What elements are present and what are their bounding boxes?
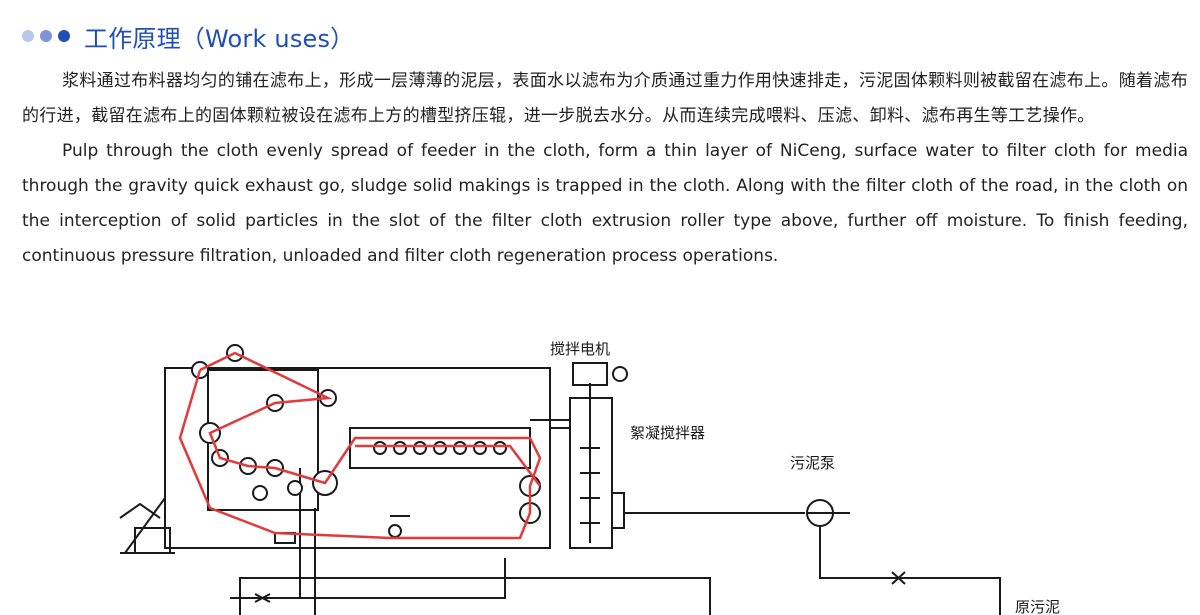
motor-box <box>572 362 608 386</box>
valve-icon <box>254 593 271 603</box>
valve-icon <box>891 571 906 585</box>
rollers <box>191 344 541 538</box>
mixer-label: 絮凝搅拌器 <box>630 424 705 442</box>
cradle <box>119 502 161 519</box>
dot-icon <box>22 30 34 42</box>
dot-icon <box>58 30 70 42</box>
motor-label: 搅拌电机 <box>550 340 610 358</box>
motor-icon <box>612 366 628 382</box>
description-chinese: 浆料通过布料器均匀的铺在滤布上，形成一层薄薄的泥层，表面水以滤布为介质通过重力作… <box>22 71 1188 126</box>
bullet-dots-icon <box>22 30 70 42</box>
section-header: 工作原理（Work uses） <box>22 18 354 54</box>
pump-label: 污泥泵 <box>790 454 835 472</box>
process-diagram: 搅拌电机 絮凝搅拌器 污泥泵 原污泥 <box>119 340 1060 615</box>
filter-cloth-belt <box>178 351 542 540</box>
gravity-section <box>349 427 531 469</box>
machine-frame <box>164 367 551 549</box>
dot-icon <box>40 30 52 42</box>
description-english: Pulp through the cloth evenly spread of … <box>22 141 1188 266</box>
section-title: 工作原理（Work uses） <box>84 24 355 53</box>
description-block: 浆料通过布料器均匀的铺在滤布上，形成一层薄薄的泥层，表面水以滤布为介质通过重力作… <box>22 64 1188 274</box>
suction-pipe <box>819 526 1001 615</box>
sludge-label: 原污泥 <box>1015 598 1060 615</box>
stand <box>120 497 175 554</box>
